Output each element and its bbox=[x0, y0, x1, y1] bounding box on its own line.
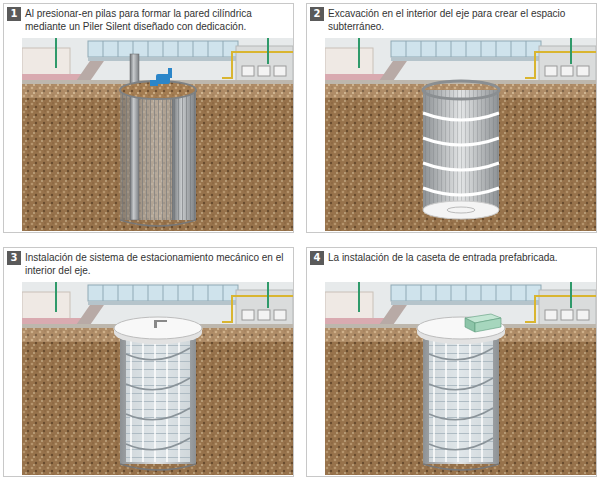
site-scene-part bbox=[325, 38, 596, 231]
excavated-shaft-part bbox=[423, 81, 499, 99]
step-number-box: 1 bbox=[7, 7, 21, 21]
step-caption: Al presionar-en pilas para formar la par… bbox=[25, 7, 290, 33]
step-caption: La instalación de la caseta de entrada p… bbox=[328, 251, 593, 264]
shaft-illustration bbox=[325, 282, 596, 475]
site-scene bbox=[22, 38, 293, 231]
parking-system-part bbox=[126, 338, 190, 462]
step-caption: Excavación en el interior del eje para c… bbox=[328, 7, 593, 33]
step-number: 1 bbox=[7, 7, 21, 21]
pile-wall-part bbox=[130, 54, 139, 220]
excavated-shaft bbox=[423, 81, 499, 219]
step-number: 3 bbox=[7, 251, 21, 265]
parking-system-part bbox=[126, 338, 190, 462]
parking-system-part bbox=[154, 320, 157, 328]
parking-system-part bbox=[120, 334, 196, 464]
piler-machine-part bbox=[156, 74, 170, 84]
excavated-shaft-part bbox=[423, 90, 499, 210]
piler-machine bbox=[150, 68, 172, 86]
step-panel: Instalación de sistema de estacionamient… bbox=[3, 247, 294, 477]
shaft-illustration bbox=[22, 282, 293, 475]
excavated-shaft-part bbox=[423, 201, 499, 219]
parking-system-part bbox=[120, 464, 196, 470]
pile-wall-part bbox=[120, 220, 196, 226]
parking-system bbox=[114, 317, 202, 470]
entry-booth-part bbox=[475, 318, 501, 332]
excavated-shaft-part bbox=[423, 90, 499, 210]
parking-system-part bbox=[126, 348, 190, 450]
piler-machine-part bbox=[168, 68, 172, 78]
parking-system-part bbox=[157, 320, 167, 322]
parking-system-part bbox=[429, 348, 493, 450]
site-scene-part bbox=[325, 282, 596, 475]
shaft-illustration bbox=[22, 38, 293, 231]
step-number-box: 4 bbox=[310, 251, 324, 265]
pile-wall bbox=[120, 54, 196, 226]
parking-system-part bbox=[417, 317, 505, 339]
parking-system-part bbox=[423, 334, 499, 464]
site-scene-part bbox=[22, 38, 293, 231]
step-number: 4 bbox=[310, 251, 324, 265]
step-number-box: 3 bbox=[7, 251, 21, 265]
parking-system-part bbox=[429, 338, 493, 462]
entry-booth bbox=[465, 314, 501, 332]
step-panel: La instalación de la caseta de entrada p… bbox=[306, 247, 597, 477]
parking-system-part bbox=[429, 338, 493, 462]
step-number-box: 2 bbox=[310, 7, 324, 21]
pile-wall-part bbox=[120, 81, 196, 99]
site-scene-part bbox=[22, 282, 293, 475]
parking-system bbox=[417, 317, 505, 470]
step-caption: Instalación de sistema de estacionamient… bbox=[25, 251, 290, 277]
parking-system-part bbox=[423, 464, 499, 470]
excavated-shaft-part bbox=[447, 207, 475, 213]
step-panel: Excavación en el interior del eje para c… bbox=[306, 3, 597, 233]
step-number: 2 bbox=[310, 7, 324, 21]
site-scene bbox=[325, 282, 596, 475]
parking-system-part bbox=[114, 317, 202, 339]
site-scene bbox=[325, 38, 596, 231]
site-scene bbox=[22, 282, 293, 475]
shaft-illustration bbox=[325, 38, 596, 231]
piler-machine-part bbox=[150, 80, 158, 86]
entry-booth-part bbox=[465, 318, 475, 332]
step-panel: Al presionar-en pilas para formar la par… bbox=[3, 3, 294, 233]
excavated-shaft-part bbox=[423, 113, 499, 195]
